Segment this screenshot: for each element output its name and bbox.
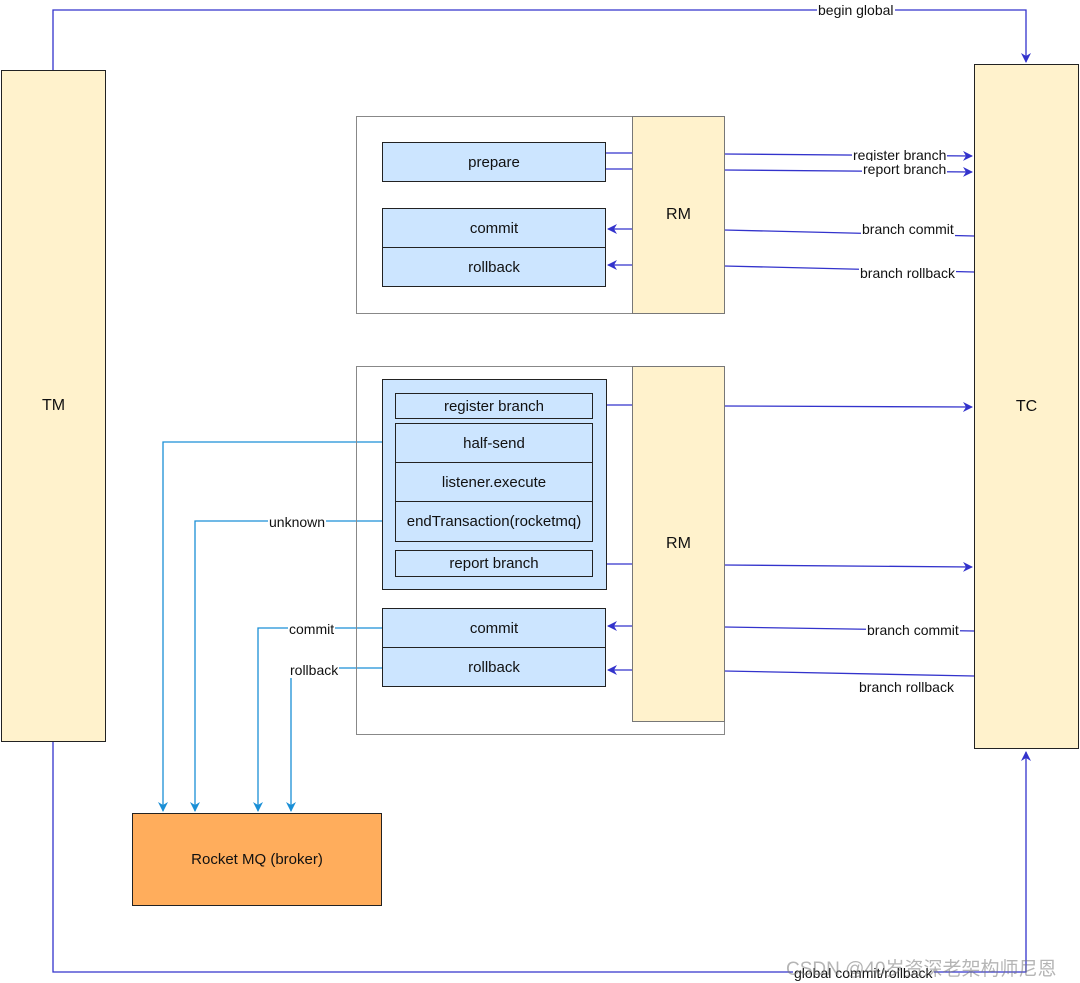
rm-box-2: RM [632, 366, 725, 722]
edge-label-global-commit-rollback: global commit/rollback [793, 965, 934, 981]
edge-global-commit-rollback [52, 742, 1031, 973]
half-send-box: half-send [395, 423, 593, 463]
edge-label-register-branch: register branch [852, 147, 948, 163]
rollback-label-2: rollback [468, 658, 520, 676]
edge-unknown-to-broker [190, 520, 395, 812]
commit-label-1: commit [469, 219, 519, 237]
edge-label-begin-global: begin global [817, 2, 895, 18]
edge-report-branch-2 [723, 561, 973, 572]
report-branch-box: report branch [395, 550, 593, 577]
edge-label-report-branch: report branch [862, 161, 948, 177]
prepare-label: prepare [468, 153, 520, 171]
tc-box: TC [974, 64, 1079, 749]
edge-label-unknown: unknown [268, 514, 327, 530]
commit-box-2: commit [382, 608, 606, 648]
tc-label: TC [1015, 397, 1038, 415]
tm-box: TM [1, 70, 106, 742]
edge-begin-global [52, 9, 1031, 70]
listener-execute-label: listener.execute [441, 473, 547, 491]
prepare-box: prepare [382, 142, 606, 182]
edge-label-branch-rollback-1: branch rollback [859, 265, 956, 281]
edge-branch-rollback-2 [723, 670, 975, 677]
rm-box-1: RM [632, 116, 725, 314]
edge-label-mq-rollback: rollback [289, 662, 340, 678]
commit-label-2: commit [469, 619, 519, 637]
rm-label-2: RM [666, 535, 691, 552]
rollback-label-1: rollback [468, 258, 520, 276]
watermark: CSDN @40岁资深老架构师尼恩 [786, 959, 1057, 980]
rollback-box-2: rollback [382, 647, 606, 687]
edge-label-branch-rollback-2: branch rollback [858, 679, 955, 695]
register-branch-label: register branch [443, 397, 545, 415]
end-transaction-label: endTransaction(rocketmq) [406, 513, 582, 530]
rollback-box-1: rollback [382, 247, 606, 287]
edge-label-branch-commit-2: branch commit [866, 622, 960, 638]
edge-commit-to-broker [253, 627, 382, 812]
edge-register-branch-2 [723, 401, 973, 412]
commit-box-1: commit [382, 208, 606, 248]
edge-label-mq-commit: commit [288, 621, 336, 637]
end-transaction-box: endTransaction(rocketmq) [395, 501, 593, 542]
rocketmq-broker-box: Rocket MQ (broker) [132, 813, 382, 906]
edge-label-branch-commit-1: branch commit [861, 221, 955, 237]
rm-label-1: RM [666, 206, 691, 223]
tm-label: TM [41, 397, 66, 414]
register-branch-box: register branch [395, 393, 593, 419]
edge-half-send-to-broker [158, 441, 395, 812]
broker-label: Rocket MQ (broker) [191, 851, 323, 868]
report-branch-label: report branch [449, 555, 539, 572]
half-send-label: half-send [463, 434, 525, 452]
listener-execute-box: listener.execute [395, 462, 593, 502]
